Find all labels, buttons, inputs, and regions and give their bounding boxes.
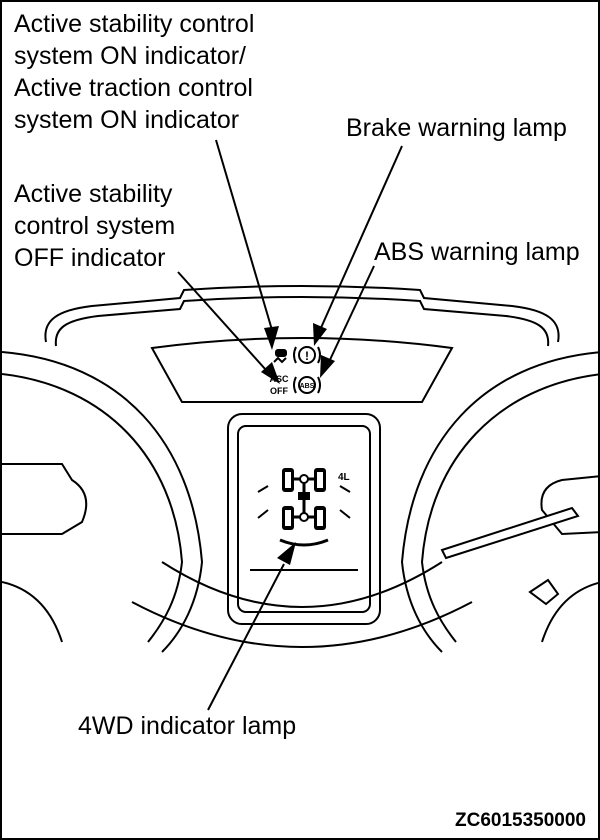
asc-off-bottom-text: OFF (270, 386, 288, 396)
asc-on-indicator-label: Active stability control system ON indic… (14, 10, 255, 134)
leader-abs (327, 265, 375, 365)
leader-asc-off (177, 271, 267, 371)
leader-lines (177, 139, 403, 711)
abs-warning-icon: ABS (293, 376, 321, 394)
figure-code: ZC6015350000 (455, 810, 586, 831)
fourwd-indicator-icon: 4L (257, 468, 351, 547)
asc-on-indicator-icon (273, 349, 287, 364)
asc-off-indicator-label: Active stability control system OFF indi… (14, 180, 176, 272)
leader-4wd (207, 563, 285, 711)
left-gauge (2, 351, 204, 653)
leader-asc-on (215, 139, 273, 331)
center-display (227, 413, 381, 625)
leader-arrowheads (261, 323, 335, 565)
abs-warning-lamp-label: ABS warning lamp (374, 238, 580, 266)
brake-warning-lamp-label: Brake warning lamp (346, 114, 567, 142)
right-gauge (400, 351, 598, 653)
fourwd-indicator-lamp-label: 4WD indicator lamp (78, 712, 297, 740)
fourwd-mode-text: 4L (338, 472, 350, 483)
asc-off-top-text: ASC (269, 374, 289, 384)
abs-symbol-text: ABS (300, 383, 315, 390)
brake-symbol-text: ! (305, 349, 309, 363)
leader-brake (319, 145, 403, 331)
brake-warning-icon: ! (293, 346, 321, 364)
cluster-outline (44, 285, 560, 648)
